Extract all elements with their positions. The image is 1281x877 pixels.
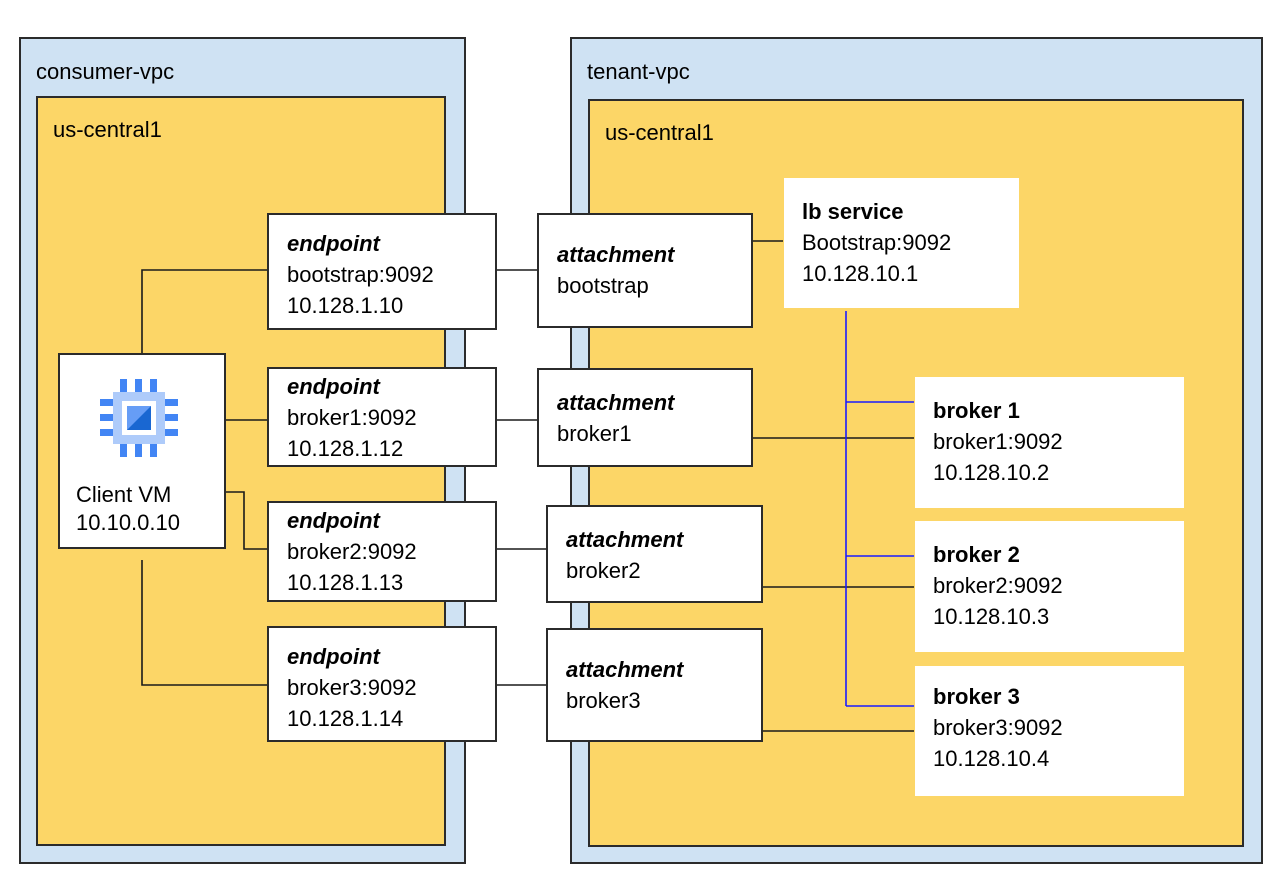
attachment-title: attachment (566, 527, 684, 552)
lb-service-address: Bootstrap:9092 (802, 230, 952, 255)
attachment-title: attachment (566, 657, 684, 682)
attachment-title: attachment (557, 390, 675, 415)
endpoint-address: broker1:9092 (287, 405, 417, 430)
tenant-vpc-label: tenant-vpc (587, 59, 690, 84)
broker-title: broker 2 (933, 542, 1020, 567)
broker-address: broker1:9092 (933, 429, 1063, 454)
broker-ip: 10.128.10.2 (933, 460, 1050, 485)
lb-service-title: lb service (802, 199, 904, 224)
attachment-title: attachment (557, 242, 675, 267)
consumer-region-label: us-central1 (53, 117, 162, 142)
endpoint-title: endpoint (287, 644, 380, 669)
endpoint-ip: 10.128.1.13 (287, 570, 404, 595)
broker-address: broker2:9092 (933, 573, 1063, 598)
consumer-vpc-label: consumer-vpc (36, 59, 175, 84)
lb-service-ip: 10.128.10.1 (802, 261, 919, 286)
endpoint-ip: 10.128.1.10 (287, 293, 404, 318)
attachment-name: broker2 (566, 558, 641, 583)
broker-1[interactable]: broker 1 broker1:9092 10.128.10.2 (915, 377, 1184, 508)
client-vm-name: Client VM (76, 482, 172, 507)
attachment-name: bootstrap (557, 273, 649, 298)
endpoint-bootstrap[interactable]: endpoint bootstrap:9092 10.128.1.10 (267, 213, 497, 330)
attachment-broker2[interactable]: attachment broker2 (546, 505, 763, 603)
broker-3[interactable]: broker 3 broker3:9092 10.128.10.4 (915, 666, 1184, 796)
endpoint-ip: 10.128.1.14 (287, 706, 404, 731)
attachment-name: broker1 (557, 421, 632, 446)
broker-title: broker 3 (933, 684, 1020, 709)
broker-2[interactable]: broker 2 broker2:9092 10.128.10.3 (915, 521, 1184, 652)
endpoint-ip: 10.128.1.12 (287, 436, 404, 461)
compute-engine-icon (100, 379, 178, 457)
attachment-bootstrap[interactable]: attachment bootstrap (537, 213, 753, 328)
endpoint-broker2[interactable]: endpoint broker2:9092 10.128.1.13 (267, 501, 497, 602)
endpoint-broker1[interactable]: endpoint broker1:9092 10.128.1.12 (267, 367, 497, 467)
tenant-region-label: us-central1 (605, 120, 714, 145)
endpoint-title: endpoint (287, 508, 380, 533)
client-vm[interactable]: Client VM 10.10.0.10 (58, 353, 226, 549)
broker-ip: 10.128.10.3 (933, 604, 1050, 629)
endpoint-address: bootstrap:9092 (287, 262, 434, 287)
wire-client-endpoint-bootstrap (141, 269, 268, 353)
broker-ip: 10.128.10.4 (933, 746, 1050, 771)
broker-address: broker3:9092 (933, 715, 1063, 740)
endpoint-title: endpoint (287, 374, 380, 399)
endpoint-address: broker2:9092 (287, 539, 417, 564)
endpoint-address: broker3:9092 (287, 675, 417, 700)
attachment-name: broker3 (566, 688, 641, 713)
wire-client-endpoint-broker2 (226, 491, 268, 550)
client-vm-ip: 10.10.0.10 (76, 510, 180, 535)
attachment-broker3[interactable]: attachment broker3 (546, 628, 763, 742)
wire-client-endpoint-broker3 (141, 560, 268, 686)
endpoint-broker3[interactable]: endpoint broker3:9092 10.128.1.14 (267, 626, 497, 742)
lb-service[interactable]: lb service Bootstrap:9092 10.128.10.1 (784, 178, 1019, 308)
broker-title: broker 1 (933, 398, 1020, 423)
endpoint-title: endpoint (287, 231, 380, 256)
attachment-broker1[interactable]: attachment broker1 (537, 368, 753, 467)
